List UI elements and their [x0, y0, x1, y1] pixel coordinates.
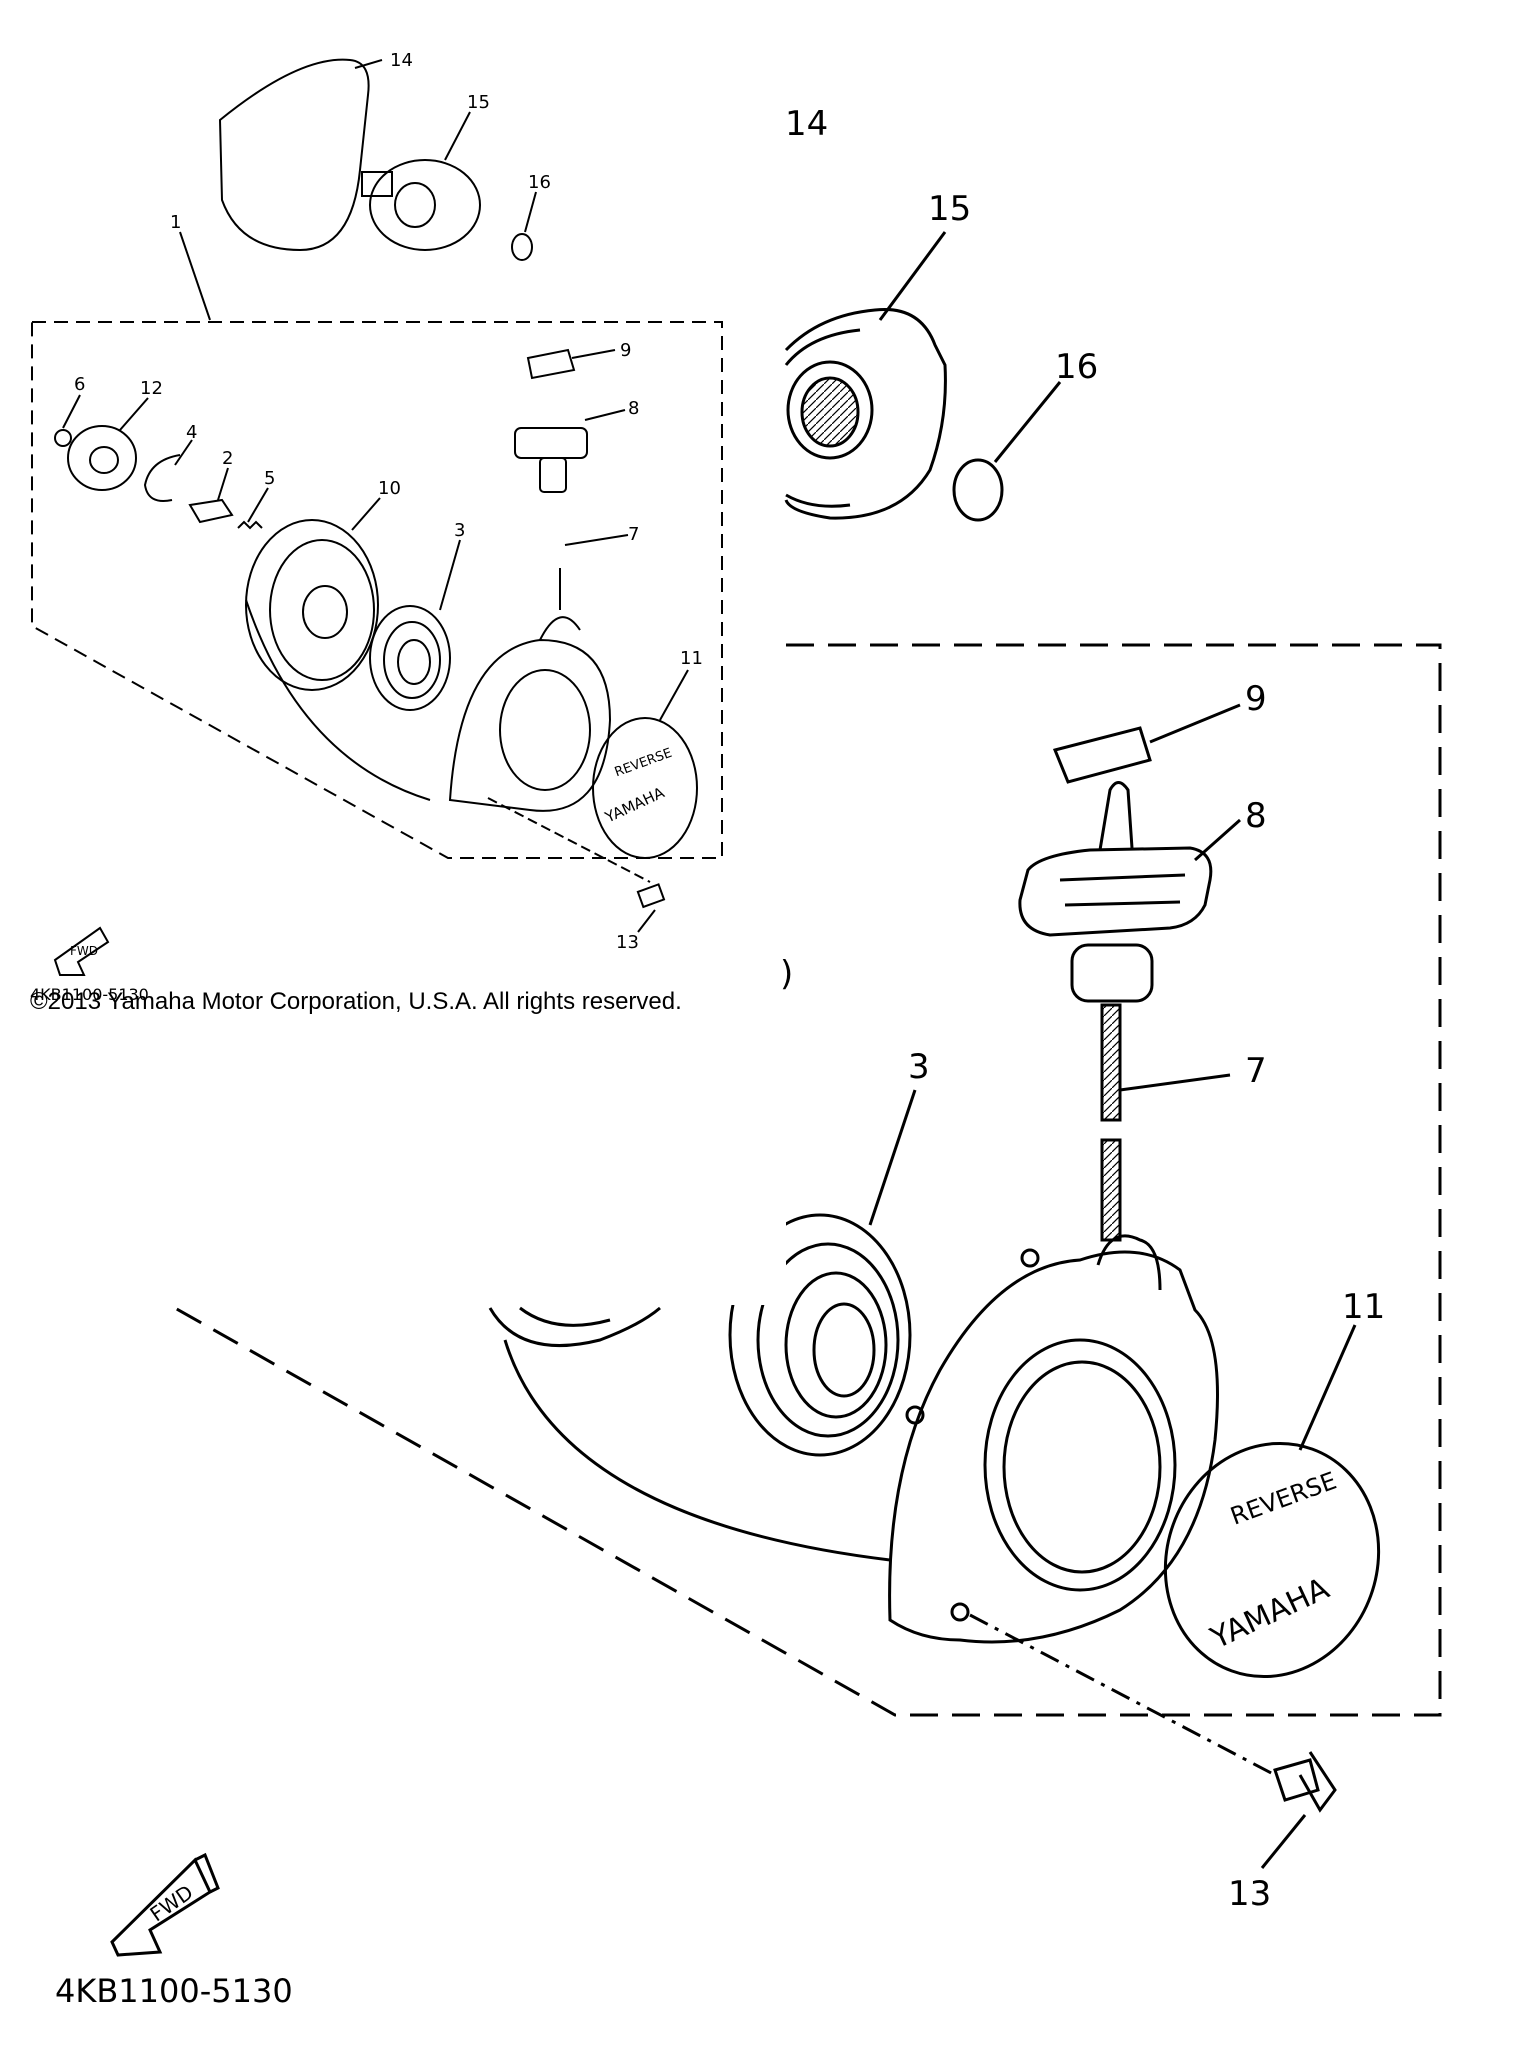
bolt-13-small — [487, 797, 666, 909]
case-small — [448, 616, 612, 812]
callout-7-large: 7 — [1245, 1051, 1267, 1091]
spring-3-large — [728, 1213, 912, 1457]
gasket-14-small — [218, 58, 370, 252]
fwd-label-small: FWD — [70, 944, 98, 958]
leader-15-small — [444, 111, 471, 161]
callout-16-large: 16 — [1055, 347, 1098, 387]
callout-1-small: 1 — [170, 212, 181, 233]
callout-7-small: 7 — [628, 524, 639, 545]
diagram-code-small: 4KB1100-5130 — [30, 985, 149, 1004]
plate-12-small — [67, 425, 137, 491]
callout-9-large: 9 — [1245, 679, 1267, 719]
leader-3-small — [439, 539, 461, 611]
callout-3-large: 3 — [908, 1047, 930, 1087]
zoomed-assembly-boundary — [174, 643, 1442, 1717]
handle-8-small — [514, 427, 588, 493]
callout-4-small: 4 — [186, 422, 197, 443]
fragment-text: ) — [780, 954, 793, 994]
leader-8-small — [584, 409, 626, 421]
spring-3-small — [369, 605, 451, 711]
nut-6-small — [54, 429, 72, 447]
cover-11-small — [592, 717, 698, 859]
oring-16-small — [511, 233, 533, 261]
leader-2-small — [217, 467, 229, 501]
rope-path-small — [245, 599, 431, 801]
callout-8-large: 8 — [1245, 796, 1267, 836]
cover-text-bottom-large: YAMAHA — [1205, 1571, 1335, 1657]
fwd-arrow-icon-small — [53, 926, 110, 976]
leader-11-large — [1298, 1324, 1357, 1451]
leader-1-small — [179, 231, 211, 321]
overview-diagram — [31, 58, 723, 976]
leader-9-small — [571, 349, 616, 359]
oring-16-large — [952, 458, 1004, 522]
handle-8-large — [1018, 781, 1213, 1003]
pulley-15-small — [361, 159, 481, 251]
fwd-arrow-icon-large — [110, 1852, 220, 1957]
spring-4-small — [143, 454, 181, 502]
copyright-notice: ©2013 Yamaha Motor Corporation, U.S.A. A… — [30, 988, 682, 1015]
leader-9-large — [1149, 703, 1241, 744]
leader-16-large — [993, 381, 1062, 463]
callout-13-large: 13 — [1228, 1874, 1271, 1914]
leader-14-small — [354, 59, 383, 69]
callout-12-small: 12 — [140, 378, 163, 399]
callout-13-small: 13 — [616, 932, 639, 953]
callout-9-small: 9 — [620, 340, 631, 361]
rope-path-large — [503, 1339, 891, 1562]
cover-text-top-large: REVERSE — [1227, 1467, 1340, 1531]
callout-10-small: 10 — [378, 478, 401, 499]
callout-15-large: 15 — [928, 189, 971, 229]
callout-14-small: 14 — [390, 50, 413, 71]
crop-mask — [0, 1040, 786, 1305]
leader-11-small — [659, 669, 689, 721]
callout-16-small: 16 — [528, 172, 551, 193]
callout-11-large: 11 — [1342, 1287, 1385, 1327]
reel-10-fragment — [488, 1306, 661, 1347]
overview-callouts: 14 15 16 1 9 6 12 8 4 2 10 5 7 3 11 13 4… — [30, 50, 703, 1004]
callout-3-small: 3 — [454, 520, 465, 541]
diagram-code-large: 4KB1100-5130 — [55, 1972, 293, 2010]
cover-text-top-small: REVERSE — [613, 746, 674, 781]
zoomed-diagram — [110, 231, 1442, 1957]
leader-3-large — [868, 1089, 917, 1226]
callout-8-small: 8 — [628, 398, 639, 419]
leader-13-large — [1260, 1814, 1307, 1869]
callout-5-small: 5 — [264, 468, 275, 489]
leader-10-small — [351, 497, 381, 531]
leader-7-large — [1119, 1073, 1231, 1092]
zoomed-callouts: 14 15 16 9 8 7 3 11 13 ) 4KB1100-5130 FW… — [55, 104, 1385, 2010]
rope-7-large — [1100, 1003, 1122, 1242]
cover-11-large — [1163, 1441, 1381, 1679]
case-large — [888, 1234, 1219, 1644]
leader-15-large — [878, 231, 947, 321]
pulley-15-large — [784, 307, 947, 520]
cover-text-bottom-small: YAMAHA — [601, 783, 667, 827]
leader-5-small — [247, 487, 269, 523]
reel-10-small — [245, 519, 379, 691]
cap-9-large — [1052, 726, 1152, 784]
leader-12-small — [119, 397, 149, 431]
leader-4-small — [174, 439, 193, 466]
leader-7-small — [564, 534, 629, 546]
bolt-13-large — [969, 1613, 1337, 1813]
leader-16-small — [524, 191, 537, 233]
callout-11-small: 11 — [680, 648, 703, 669]
leader-6-small — [62, 394, 81, 429]
leader-13-small — [637, 909, 656, 933]
callout-15-small: 15 — [467, 92, 490, 113]
callout-6-small: 6 — [74, 374, 85, 395]
cap-9-small — [526, 348, 576, 380]
spring-5-small — [237, 520, 263, 530]
pawl-2-small — [188, 498, 234, 524]
callout-2-small: 2 — [222, 448, 233, 469]
overview-assembly-boundary — [31, 321, 723, 859]
callout-14-large: 14 — [785, 104, 828, 144]
leader-8-large — [1194, 818, 1241, 862]
